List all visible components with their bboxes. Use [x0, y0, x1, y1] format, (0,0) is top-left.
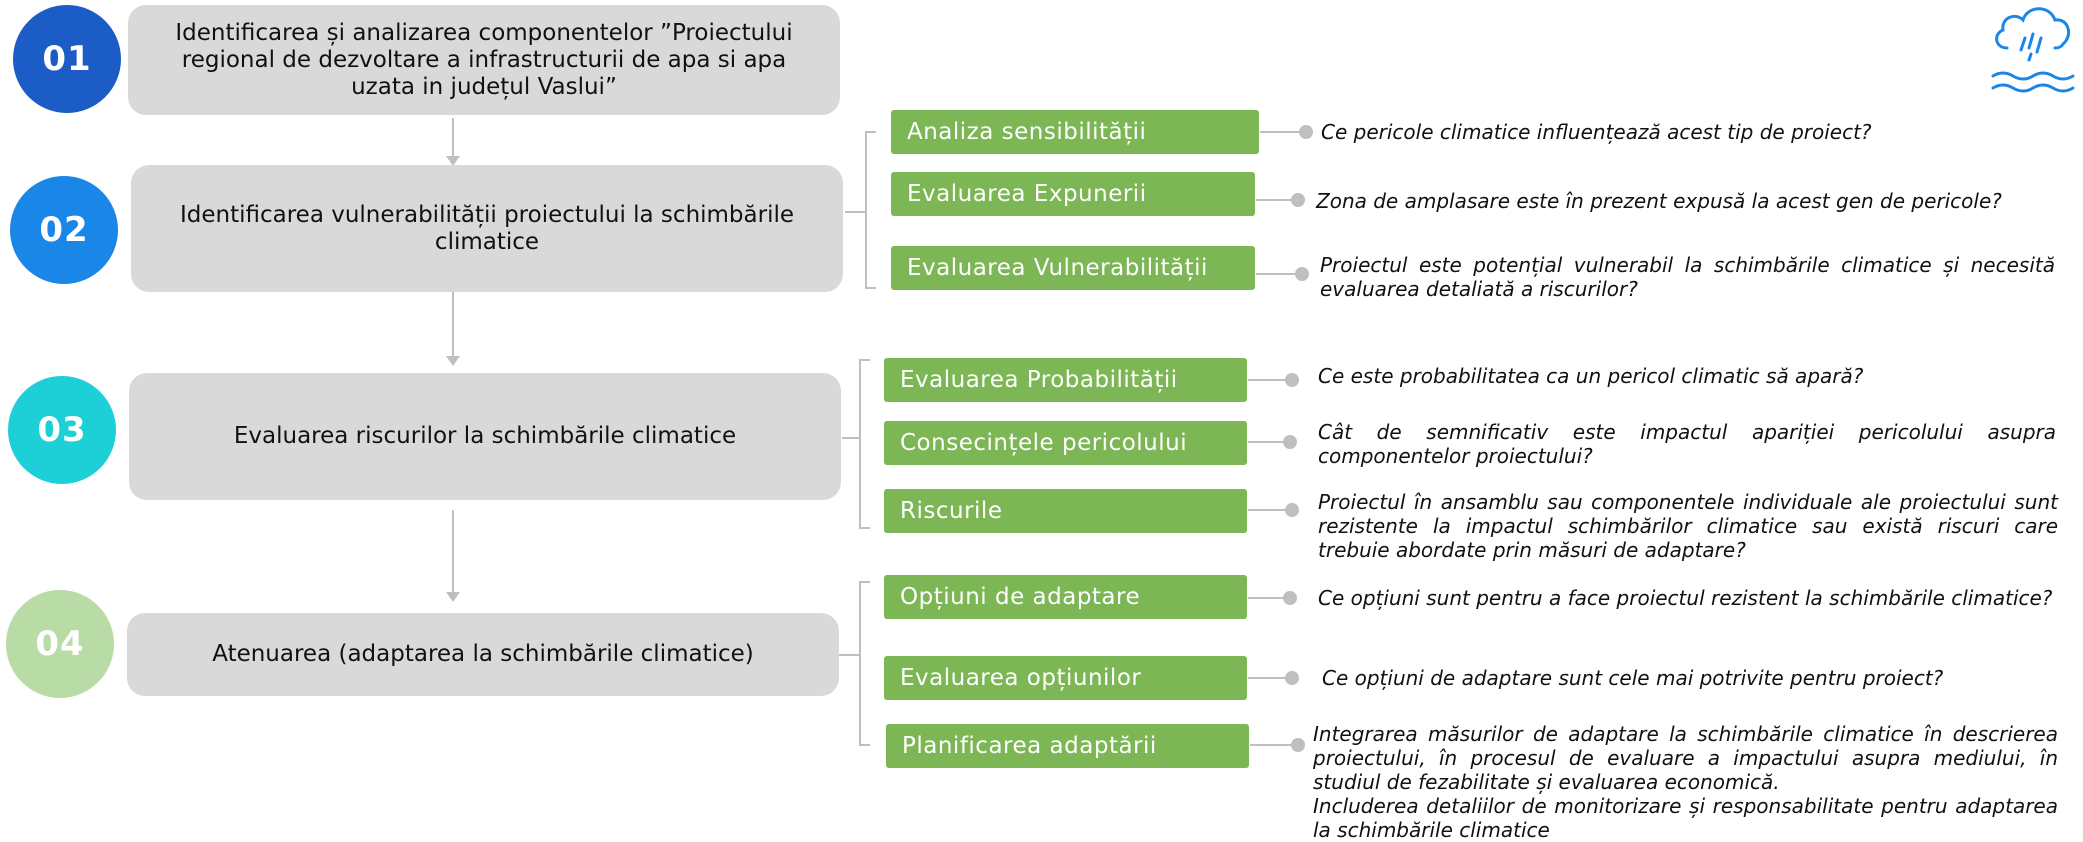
question-7: Ce opțiuni sunt pentru a face proiectul … [1318, 586, 2053, 610]
step-1-number: 01 [13, 5, 121, 113]
sub-box-evaluarea-probabilitatii: Evaluarea Probabilității [884, 358, 1247, 402]
question-9: Integrarea măsurilor de adaptare la schi… [1313, 722, 2058, 842]
question-1: Ce pericole climatice influențează acest… [1321, 120, 1872, 144]
question-3: Proiectul este potențial vulnerabil la s… [1320, 253, 2055, 301]
step-2-box: Identificarea vulnerabilității proiectul… [131, 165, 843, 292]
question-2: Zona de amplasare este în prezent expusă… [1316, 189, 2002, 213]
question-4: Ce este probabilitatea ca un pericol cli… [1318, 364, 1864, 388]
step-4-box: Atenuarea (adaptarea la schimbările clim… [127, 613, 839, 696]
step-3-number: 03 [8, 376, 116, 484]
sub-box-evaluarea-optiunilor: Evaluarea opțiunilor [884, 656, 1247, 700]
sub-box-evaluarea-expunerii: Evaluarea Expunerii [891, 172, 1255, 216]
step-4-number: 04 [6, 590, 114, 698]
question-9-part-1: Integrarea măsurilor de adaptare la schi… [1313, 722, 2058, 794]
question-8: Ce opțiuni de adaptare sunt cele mai pot… [1322, 666, 1944, 690]
sub-box-analiza-sensibilitatii: Analiza sensibilității [891, 110, 1259, 154]
step-3-box: Evaluarea riscurilor la schimbările clim… [129, 373, 841, 500]
sub-box-evaluarea-vulnerabilitatii: Evaluarea Vulnerabilității [891, 246, 1255, 290]
question-5: Cât de semnificativ este impactul apariț… [1318, 420, 2056, 468]
cloud-rain-water-icon [1985, 0, 2080, 100]
sub-box-planificarea-adaptarii: Planificarea adaptării [886, 724, 1249, 768]
question-6: Proiectul în ansamblu sau componentele i… [1318, 490, 2058, 562]
question-9-part-2: Includerea detaliilor de monitorizare și… [1313, 794, 2058, 842]
sub-box-optiuni-de-adaptare: Opțiuni de adaptare [884, 575, 1247, 619]
sub-box-riscurile: Riscurile [884, 489, 1247, 533]
sub-box-consecintele-pericolului: Consecințele pericolului [884, 421, 1247, 465]
step-1-box: Identificarea și analizarea componentelo… [128, 5, 840, 115]
step-2-number: 02 [10, 176, 118, 284]
